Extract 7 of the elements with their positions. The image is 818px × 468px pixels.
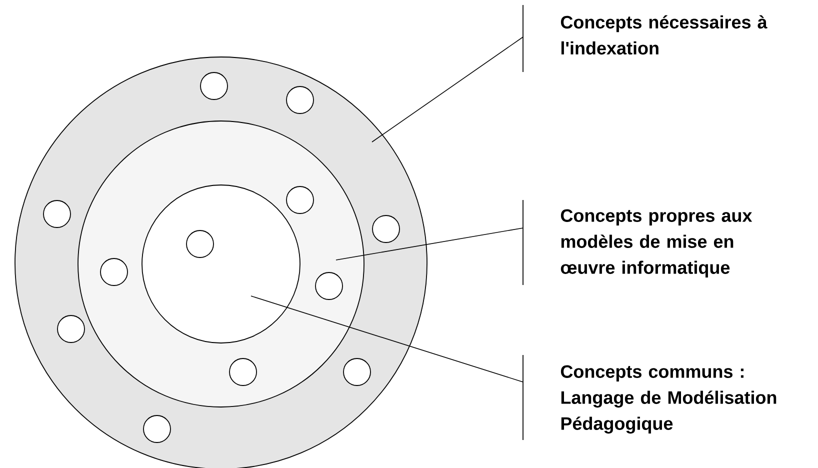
concept-label: Concepts communs : Langage de Modélisation Pédagogique	[560, 365, 776, 434]
concept-label: Concepts propres aux modèles de mise en œuvre informatique	[560, 209, 752, 278]
leader-line	[250, 296, 524, 382]
inner-disk	[142, 184, 300, 344]
leader-line	[372, 36, 524, 142]
concept-label: Concepts nécessaires à l'indexation	[560, 15, 768, 55]
leader-line	[336, 228, 524, 260]
